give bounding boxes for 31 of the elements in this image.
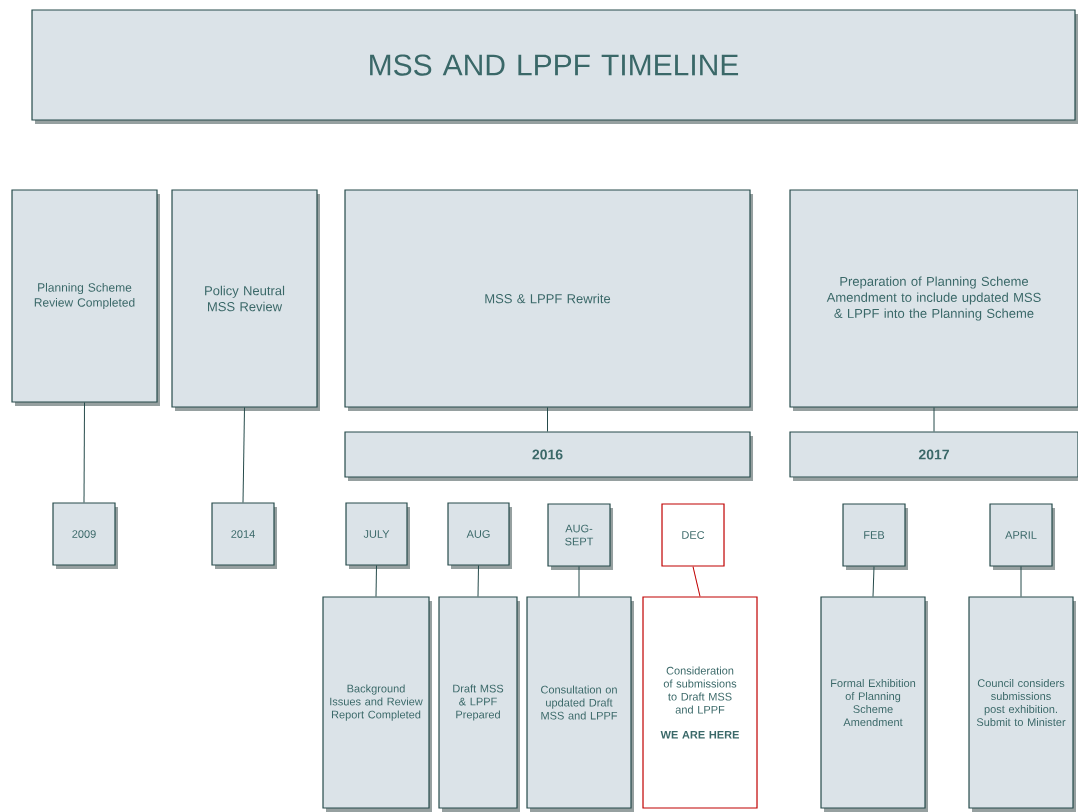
connector-line [375, 565, 377, 597]
date-box: 2009 [52, 502, 118, 569]
task-box: Council considers submissions post exhibition. Submit to Minister [968, 596, 1076, 812]
connector-line [933, 407, 935, 432]
connector-line [578, 566, 580, 597]
connector-line [872, 566, 875, 597]
connector-line [83, 402, 85, 503]
connector-line [477, 565, 479, 597]
date-box: AUG [447, 502, 512, 569]
connector-line [692, 566, 701, 597]
task-box: Draft MSS & LPPF Prepared [438, 596, 520, 812]
year-bar: 2016 [344, 431, 753, 481]
task-box: Background Issues and Review Report Completed [322, 596, 432, 812]
connector-line [547, 407, 548, 432]
phase-box: MSS & LPPF Rewrite [344, 189, 753, 411]
date-box: FEB [842, 503, 908, 570]
year-bar: 2017 [789, 431, 1078, 481]
task-box: Consideration of submissions to Draft MSS and LPPF WE ARE HERE [642, 596, 758, 809]
date-box: DEC [661, 503, 725, 567]
phase-box: Preparation of Planning Scheme Amendment to include updated MSS & LPPF into the Planning Scheme [789, 189, 1078, 411]
date-box: AUG- SEPT [547, 503, 613, 570]
date-box: 2014 [211, 502, 277, 569]
date-box: APRIL [989, 503, 1055, 570]
task-box: Consultation on updated Draft MSS and LPPF [526, 596, 634, 812]
phase-box: Planning Scheme Review Completed [11, 189, 160, 406]
connector-line [242, 407, 245, 503]
title-banner: MSS AND LPPF TIMELINE [31, 9, 1078, 124]
phase-box: Policy Neutral MSS Review [171, 189, 320, 411]
connector-line [1020, 566, 1022, 597]
task-box: Formal Exhibition of Planning Scheme Amendment [820, 596, 928, 812]
date-box: JULY [345, 502, 410, 569]
